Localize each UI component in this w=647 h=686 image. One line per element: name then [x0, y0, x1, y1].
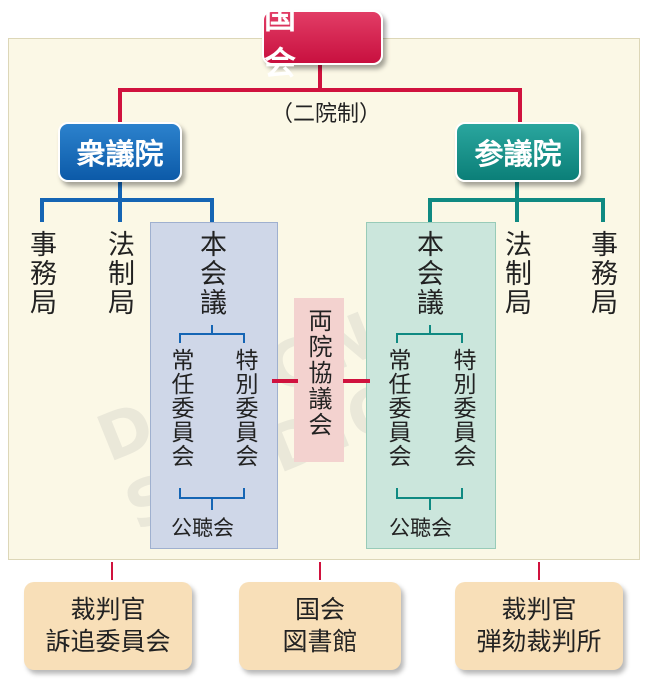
sangiin-honkaigi: 本会議	[412, 230, 443, 317]
bottom-box-dangai: 裁判官 弾劾裁判所	[455, 582, 623, 670]
sangiin-box: 参議院	[455, 122, 581, 182]
bottom-box-line2: 弾劾裁判所	[476, 627, 602, 656]
bottom-box-line1: 国会	[294, 594, 345, 624]
shugiin-tokubetsu: 特別委員会	[231, 348, 257, 468]
shugiin-jimukyoku: 事務局	[25, 230, 56, 317]
bottom-box-line2: 訴追委員会	[45, 627, 171, 656]
bottom-box-line2: 図書館	[282, 627, 358, 656]
sangiin-hoseikyoku: 法制局	[500, 230, 531, 317]
ryoin-kyogikai: 両院協議会	[304, 308, 332, 438]
sangiin-tokubetsu: 特別委員会	[449, 348, 475, 468]
bottom-box-sotsui: 裁判官 訴追委員会	[24, 582, 192, 670]
ryoin-area	[294, 298, 344, 462]
shugiin-joninn: 常任委員会	[167, 348, 193, 468]
shugiin-hoseikyoku: 法制局	[103, 230, 134, 317]
shugiin-honkaigi: 本会議	[195, 230, 226, 317]
bottom-box-line1: 裁判官	[70, 594, 146, 624]
bottom-box-line1: 裁判官	[501, 594, 577, 624]
sangiin-honkaigi-area	[366, 222, 496, 549]
sangiin-koucho: 公聴会	[389, 516, 452, 540]
sangiin-joninn: 常任委員会	[384, 348, 410, 468]
shugiin-box: 衆議院	[58, 122, 182, 182]
bicameral-note: （二院制）	[271, 102, 382, 127]
shugiin-honkaigi-area	[150, 222, 278, 549]
bottom-box-toshokan: 国会 図書館	[239, 582, 401, 670]
sangiin-jimukyoku: 事務局	[586, 230, 617, 317]
kokkai-box: 国 会	[262, 0, 383, 82]
shugiin-koucho: 公聴会	[171, 516, 234, 540]
